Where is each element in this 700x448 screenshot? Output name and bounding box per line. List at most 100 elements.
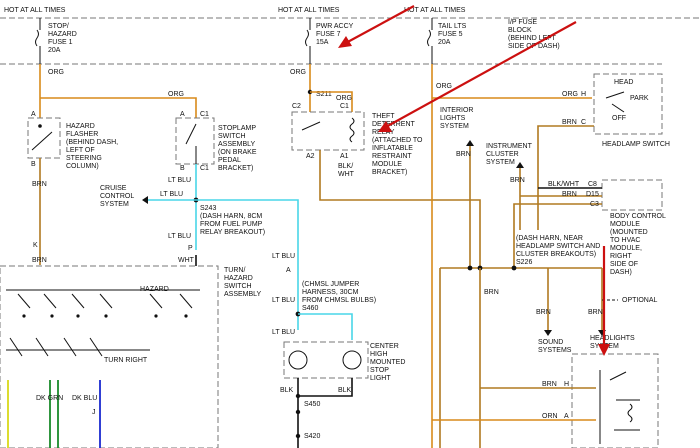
conn-k: K [33,242,38,249]
conn-c2: C2 [292,103,301,110]
headlamp-switch-label: HEADLAMP SWITCH [602,141,670,148]
bcm-box [601,179,663,211]
s420-label: S420 [304,433,320,440]
wire-label-brn-7: BRN [484,289,499,296]
wire-label-brn-6: BRN [562,191,577,198]
turn-right-label: TURN RIGHT [104,357,148,364]
conn-d15: D15 [586,191,599,198]
wire-label-brn-1: BRN [32,181,47,188]
chmsl-bulb-2 [342,350,362,370]
wire-label-dkblu: DK BLU [72,395,97,402]
s226-label: S226 [516,259,532,266]
hot-label-1: HOT AT ALL TIMES [4,7,66,14]
wire-label-org-6: ORG [562,91,578,98]
hazard-flasher-box [27,117,61,159]
module-switches [599,370,640,444]
wire-label-ltblu-3: LT BLU [168,233,191,240]
conn-b-flasher: B [31,161,36,168]
conn-b-stop: B [180,165,185,172]
headlamp-switch-box [593,73,663,135]
red-arrow-relay [383,21,577,129]
wire-label-brn-8: BRN [536,309,551,316]
s211-label: S211 [316,91,332,98]
conn-j: J [92,409,96,416]
org-wire-relay [310,91,353,112]
conn-a-module: A [564,413,569,420]
svg-text:HEADLIGHTSSYSTEM: HEADLIGHTSSYSTEM [590,335,635,350]
headlamp-park-label: PARK [630,95,649,102]
wire-label-ltblu-1: LT BLU [168,177,191,184]
svg-text:HEADLAMP SWITCH: HEADLAMP SWITCH [602,141,670,148]
hot-label-2: HOT AT ALL TIMES [278,7,340,14]
wire-label-ltblu-2: LT BLU [160,191,183,198]
s460-label: S460 [302,305,318,312]
conn-c1-relay: C1 [340,103,349,110]
turn-hazard-switches [6,289,200,357]
cruise-arrow [142,196,148,204]
brn-wire-bcm-c3 [513,203,602,268]
conn-h-2: H [564,381,569,388]
conn-p: P [188,245,193,252]
optional-label: OPTIONAL [622,297,658,304]
hazard-label: HAZARD [140,286,169,293]
conn-a-chmsl: A [286,267,291,274]
theft-relay-box [291,111,365,151]
wire-label-brn-10: BRN [542,381,557,388]
wire-label-blk-1: BLK [280,387,294,394]
wire-label-org-3: ORG [290,69,306,76]
red-arrow-fuse7 [343,5,415,45]
red-arrowhead-headlights [598,344,610,356]
s226-splice [511,265,517,271]
red-arrowhead-fuse7 [338,36,352,48]
brn-wire-relay [319,150,481,268]
wire-label-ltblu-5: LT BLU [272,297,295,304]
wire-label-org-5: ORG [436,83,452,90]
conn-c1-stop-b: C1 [200,165,209,172]
red-arrowhead-relay [378,121,392,132]
wire-label-brn-2: BRN [32,257,47,264]
wire-label-brn-9: BRN [588,309,603,316]
wire-label-orn: ORN [542,413,558,420]
wire-label-blkwht-2: BLK/WHT [548,181,580,188]
conn-a-stop: A [180,111,185,118]
chmsl-box [283,341,369,379]
wire-label-org-1: ORG [48,69,64,76]
conn-c8: C8 [588,181,597,188]
hot-label-3: HOT AT ALL TIMES [404,7,466,14]
wire-label-org-4: ORG [336,95,352,102]
org-wire-stoplamp [40,97,197,118]
stoplamp-switch-box [175,117,215,165]
wire-label-ltblu-4: LT BLU [272,253,295,260]
wire-label-ltblu-6: LT BLU [272,329,295,336]
headlamp-off-label: OFF [612,115,626,122]
brn-wire-headlamp [537,125,594,230]
chmsl-bulb-1 [288,350,308,370]
ltblu-wire-chmsl-3 [298,313,353,340]
wire-label-blkwht: BLK/WHT [338,163,355,178]
